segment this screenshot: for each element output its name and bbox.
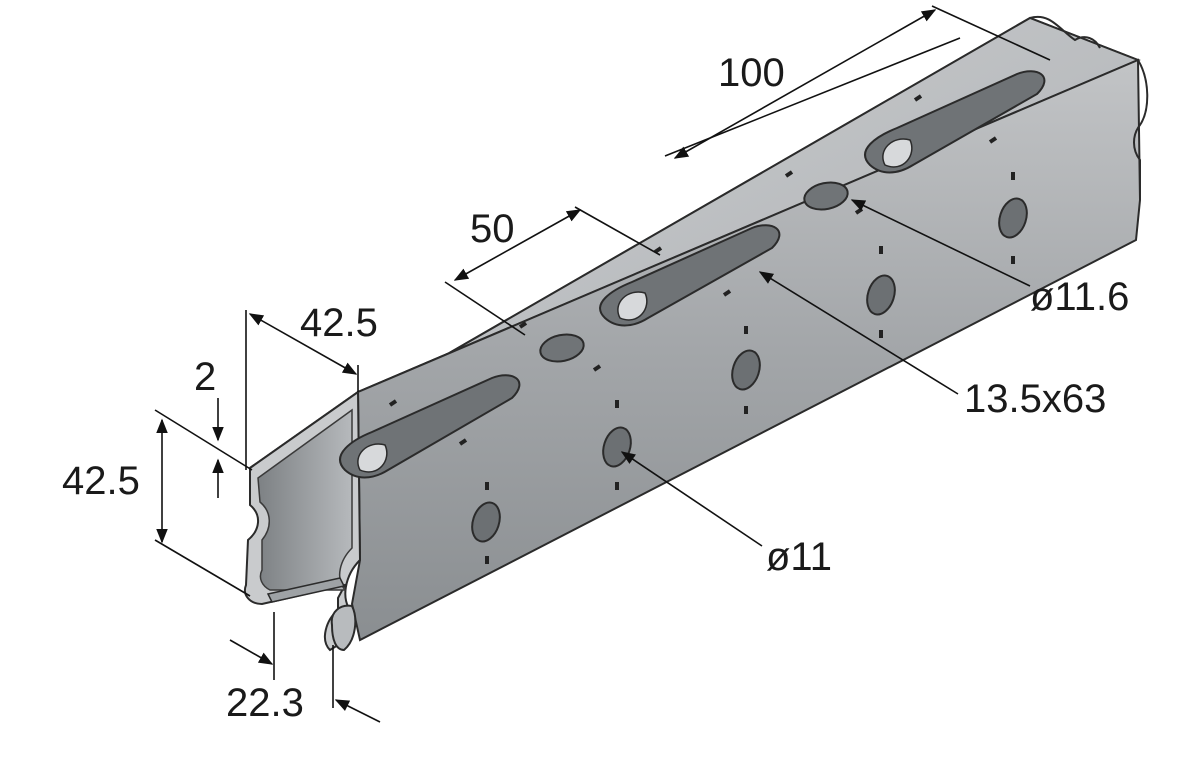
label-pitch-100: 100 xyxy=(718,51,785,95)
channel-interior xyxy=(257,408,353,591)
top-slots xyxy=(339,70,1046,479)
dimension-lines xyxy=(154,5,1051,723)
channel-body xyxy=(244,15,1149,652)
label-pitch-50: 50 xyxy=(470,207,515,251)
top-slot-2 xyxy=(599,224,781,327)
tick-marks xyxy=(388,94,1015,564)
label-thickness-2: 2 xyxy=(194,355,216,399)
label-side-hole-diameter: ø11 xyxy=(766,535,832,579)
label-slot-size: 13.5x63 xyxy=(964,377,1106,421)
label-height-42-5: 42.5 xyxy=(62,459,140,503)
dimension-labels: 100 50 42.5 2 42.5 22.3 ø11.6 13.5x63 ø1… xyxy=(62,51,1129,725)
side-holes xyxy=(471,197,1028,543)
top-round-holes xyxy=(539,181,849,363)
channel-side-face xyxy=(350,58,1142,642)
label-width-42-5: 42.5 xyxy=(300,301,378,345)
label-opening-22-3: 22.3 xyxy=(226,681,304,725)
side-hole-1 xyxy=(471,501,501,543)
side-hole-4 xyxy=(866,274,896,316)
side-hole-3 xyxy=(731,349,761,391)
top-hole-1 xyxy=(539,333,585,363)
side-hole-5 xyxy=(998,197,1028,239)
top-hole-2 xyxy=(803,181,849,211)
label-top-hole-diameter: ø11.6 xyxy=(1030,275,1129,319)
top-slot-1 xyxy=(339,374,521,479)
